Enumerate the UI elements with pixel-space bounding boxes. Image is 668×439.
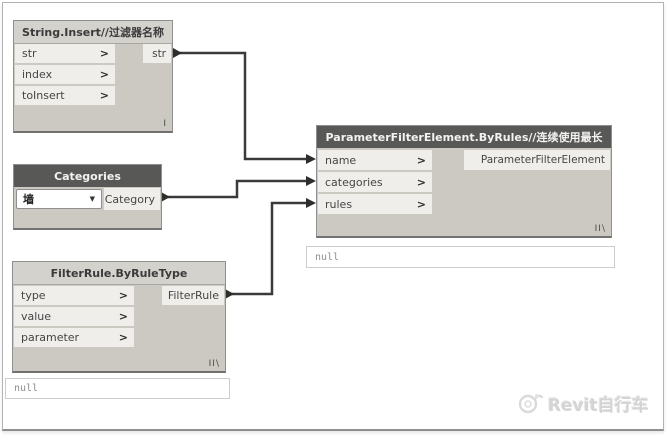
input-port-label: name [325, 153, 357, 167]
preview-value: null [315, 251, 340, 263]
revit-bike-logo-icon [518, 394, 544, 414]
chevron-right-icon: > [99, 68, 109, 81]
input-port-marker-rules[interactable] [306, 198, 316, 208]
chevron-right-icon: > [99, 89, 109, 102]
chevron-right-icon: > [118, 310, 128, 323]
chevron-right-icon: > [416, 197, 426, 211]
lacing-indicator[interactable]: II\ [594, 224, 606, 234]
lacing-indicator[interactable]: II\ [208, 359, 220, 369]
dropdown-selected-value: 墙 [23, 193, 34, 206]
category-dropdown[interactable]: 墙 ▼ [16, 189, 102, 209]
screenshot-border [2, 2, 664, 431]
lacing-indicator[interactable]: I [163, 119, 167, 129]
input-port-marker-categories[interactable] [306, 176, 316, 186]
output-port-label: ParameterFilterElement [480, 154, 605, 166]
input-port-label: categories [325, 175, 383, 189]
input-port-label: parameter [21, 331, 80, 344]
input-port-label: rules [325, 197, 353, 211]
watermark-text: Revit自行车 [548, 395, 649, 416]
input-port-label: value [21, 310, 52, 323]
chevron-right-icon: > [118, 289, 128, 302]
node-title-categories[interactable]: Categories [14, 165, 161, 187]
output-port-label: FilterRule [167, 289, 219, 302]
output-port-marker-str[interactable] [173, 48, 182, 58]
input-port-index[interactable]: index > [15, 65, 115, 84]
node-title-string-insert[interactable]: String.Insert//过滤器名称 [14, 21, 172, 44]
wire-category-to-categories[interactable] [164, 179, 306, 199]
output-port-filterrule[interactable]: FilterRule [162, 286, 224, 305]
input-port-rules[interactable]: rules > [318, 194, 432, 214]
wire-filterrule-to-rules[interactable] [229, 201, 306, 296]
input-port-categories[interactable]: categories > [318, 172, 432, 192]
chevron-right-icon: > [416, 175, 426, 189]
output-port-marker-category[interactable] [161, 192, 170, 202]
input-port-str[interactable]: str > [15, 44, 115, 63]
output-port-parameterfilterelement[interactable]: ParameterFilterElement [464, 150, 610, 170]
input-port-label: index [22, 68, 53, 81]
output-port-label: Category [104, 192, 155, 206]
input-port-value[interactable]: value > [14, 307, 134, 326]
node-filter-rule[interactable]: FilterRule.ByRuleType type > value > par… [12, 261, 226, 373]
chevron-right-icon: > [99, 47, 109, 60]
node-title-parameter-filter-element[interactable]: ParameterFilterElement.ByRules//连续使用最长 [317, 126, 611, 148]
input-port-marker-name[interactable] [306, 154, 316, 164]
input-port-parameter[interactable]: parameter > [14, 328, 134, 347]
preview-value: null [14, 383, 39, 394]
output-port-str[interactable]: str [143, 44, 171, 63]
output-port-marker-filterrule[interactable] [225, 289, 234, 299]
node-title-filter-rule[interactable]: FilterRule.ByRuleType [13, 262, 225, 285]
node-string-insert[interactable]: String.Insert//过滤器名称 str > index > toIns… [13, 20, 173, 133]
output-port-label: str [152, 47, 166, 60]
preview-bubble-filter-rule: null [5, 378, 230, 399]
wire-str-to-name[interactable] [175, 51, 306, 161]
input-port-toinsert[interactable]: toInsert > [15, 86, 115, 105]
dropdown-arrow-icon: ▼ [89, 195, 95, 203]
chevron-right-icon: > [118, 331, 128, 344]
output-port-category[interactable]: Category [104, 188, 160, 210]
preview-bubble-parameter-filter-element: null [306, 246, 615, 268]
node-parameter-filter-element[interactable]: ParameterFilterElement.ByRules//连续使用最长 n… [316, 125, 612, 238]
input-port-label: toInsert [22, 89, 65, 102]
watermark: Revit自行车 [516, 390, 649, 416]
input-port-label: type [21, 289, 46, 302]
input-port-type[interactable]: type > [14, 286, 134, 305]
node-categories[interactable]: Categories 墙 ▼ Category [13, 164, 162, 230]
input-port-label: str [22, 47, 37, 60]
input-port-name[interactable]: name > [318, 150, 432, 170]
chevron-right-icon: > [416, 153, 426, 167]
